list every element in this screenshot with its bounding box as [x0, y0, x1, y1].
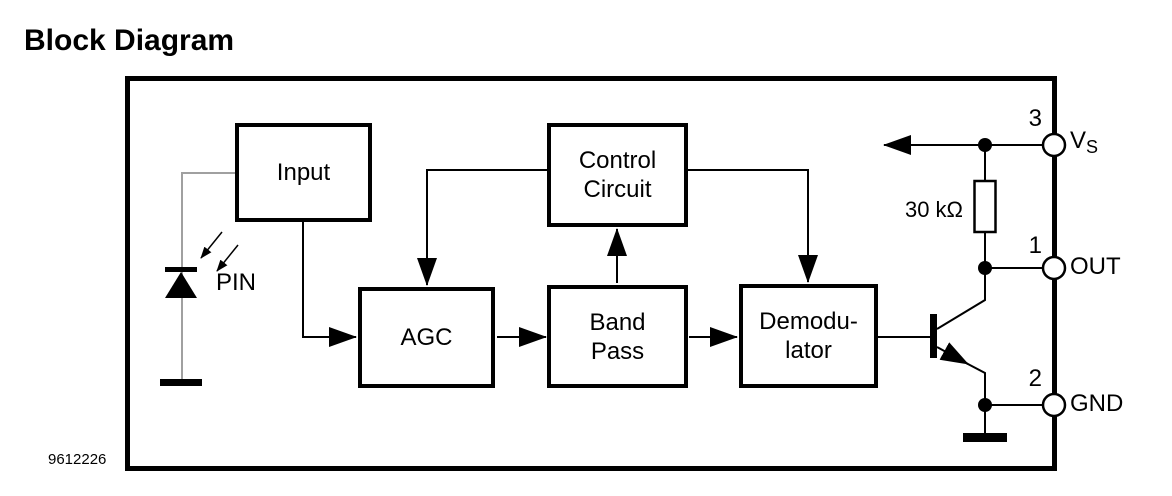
block-band-pass: Band Pass — [547, 285, 688, 388]
pin-circle-gnd — [1041, 392, 1067, 418]
photodiode-triangle — [165, 272, 197, 298]
page-title: Block Diagram — [24, 24, 235, 57]
pin-number-1: 1 — [1028, 232, 1042, 259]
block-demodulator-line2: lator — [785, 337, 832, 364]
photodiode-cathode-bar — [165, 267, 197, 272]
junction-dot-gnd — [978, 398, 992, 412]
photodiode-label: PIN — [216, 269, 257, 296]
light-ray-arrow — [216, 244, 239, 272]
photodiode-symbol — [165, 231, 239, 298]
pin-circle-vs — [1041, 132, 1067, 158]
ground-symbol-photodiode — [160, 379, 202, 386]
block-agc: AGC — [358, 287, 495, 388]
block-bandpass-line2: Pass — [590, 337, 645, 365]
transistor-symbol — [878, 268, 986, 405]
transistor-emitter-wire — [965, 362, 986, 405]
block-control-line1: Control — [578, 147, 657, 174]
pin-name-vs-main: V — [1070, 127, 1087, 154]
pin-name-out: OUT — [1070, 253, 1121, 280]
ground-symbol-emitter — [963, 433, 1007, 442]
pin-name-gnd: GND — [1070, 390, 1124, 417]
resistor-value-label: 30 kΩ — [904, 197, 963, 222]
arrow-control-to-agc — [417, 169, 548, 286]
transistor-collector-wire — [936, 268, 986, 330]
block-bandpass-line1: Band — [589, 308, 646, 336]
block-agc-label: AGC — [400, 324, 453, 351]
block-demodulator: Demodu- lator — [739, 284, 878, 388]
light-ray-arrow — [200, 231, 223, 259]
document-number: 9612226 — [48, 451, 107, 468]
block-demodulator-line1: Demodu- — [759, 308, 858, 335]
transistor-base-bar — [930, 314, 937, 358]
pin-circle-out — [1041, 255, 1067, 281]
junction-dot-out — [978, 261, 992, 275]
junction-dot-vs — [978, 138, 992, 152]
block-control-line2: Circuit — [583, 176, 652, 203]
pin-name-vs-subscript: S — [1086, 137, 1099, 157]
block-input-label: Input — [276, 159, 331, 186]
wire-input-to-photodiode — [181, 172, 235, 381]
pin-number-2: 2 — [1028, 365, 1042, 392]
arrow-input-to-agc — [302, 222, 357, 347]
pin-name-vs: VS — [1070, 128, 1098, 160]
block-control-circuit: Control Circuit — [547, 123, 688, 227]
block-input: Input — [235, 123, 372, 222]
transistor-emitter-arrow — [936, 342, 969, 365]
arrow-control-to-demodulator — [687, 169, 818, 283]
pin-number-3: 3 — [1028, 105, 1042, 132]
resistor-symbol — [973, 179, 997, 234]
